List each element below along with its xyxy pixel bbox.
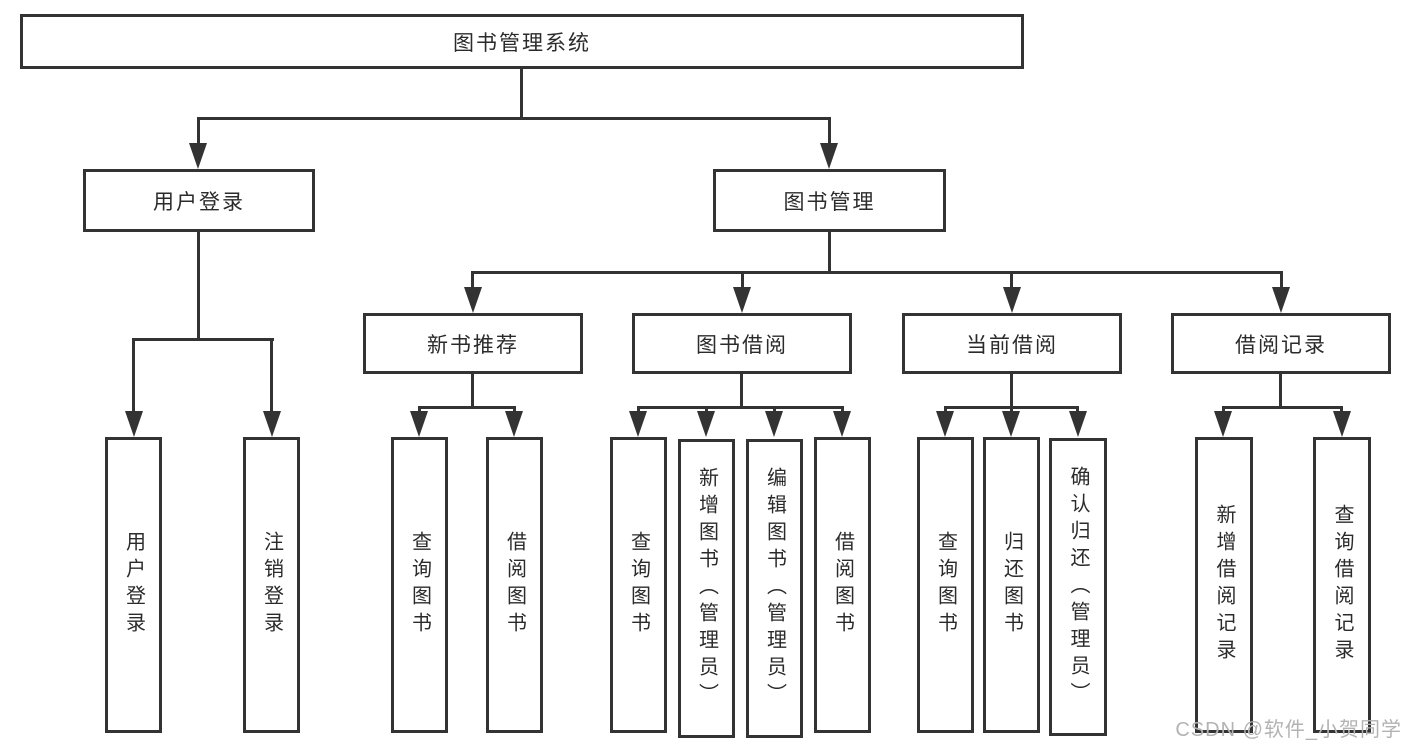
leaf-bb-query-book: 查询图书 — [610, 437, 667, 733]
node-user-login-label: 用户登录 — [153, 190, 245, 214]
node-book-borrow-label: 图书借阅 — [696, 333, 788, 357]
leaf-rec-borrow-book: 借阅图书 — [486, 437, 543, 733]
arrowhead-down-icon — [1069, 411, 1087, 437]
edge-drop-bb-add — [705, 406, 708, 414]
edge-drop-book-borrow — [741, 271, 744, 289]
arrowhead-down-icon — [505, 411, 523, 437]
arrowhead-down-icon — [697, 411, 715, 437]
arrowhead-down-icon — [410, 411, 428, 437]
edge-new-book-rec-trunk — [471, 374, 474, 409]
node-user-login: 用户登录 — [83, 169, 315, 232]
edge-book-borrow-trunk — [740, 374, 743, 409]
node-book-borrow: 图书借阅 — [632, 313, 852, 374]
edge-drop-leaf-logout — [270, 338, 273, 413]
node-root-label: 图书管理系统 — [453, 31, 591, 55]
node-borrow-records-label: 借阅记录 — [1235, 333, 1327, 357]
edge-drop-current-borrow — [1010, 271, 1013, 289]
edge-drop-user-login — [197, 117, 200, 145]
leaf-rec-borrow-book-label: 借阅图书 — [503, 531, 526, 639]
arrowhead-down-icon — [189, 143, 207, 169]
leaf-rec-query-book-label: 查询图书 — [408, 531, 431, 639]
leaf-bb-borrow-book: 借阅图书 — [814, 437, 871, 733]
leaf-bb-add-book-label: 新增图书（管理员） — [695, 467, 718, 710]
leaf-br-add-record-label: 新增借阅记录 — [1213, 504, 1235, 666]
edge-drop-leaf-user-login — [132, 338, 135, 413]
leaf-bb-borrow-book-label: 借阅图书 — [831, 531, 854, 639]
leaf-user-login-label: 用户登录 — [122, 531, 145, 639]
node-book-mgmt: 图书管理 — [713, 169, 946, 232]
edge-book-mgmt-trunk — [828, 232, 831, 274]
arrowhead-down-icon — [1272, 287, 1290, 313]
edge-drop-bb-query — [637, 406, 640, 414]
leaf-br-query-record: 查询借阅记录 — [1313, 437, 1371, 733]
edge-level3-rail — [471, 271, 1283, 274]
leaf-logout-label: 注销登录 — [260, 531, 283, 639]
leaf-bb-edit-book: 编辑图书（管理员） — [746, 439, 803, 738]
edge-drop-bb-edit — [773, 406, 776, 414]
edge-drop-bb-borrow — [841, 406, 844, 414]
edge-borrow-records-rail — [1222, 406, 1343, 409]
edge-user-login-trunk — [197, 232, 200, 338]
arrowhead-down-icon — [1333, 411, 1351, 437]
leaf-rec-query-book: 查询图书 — [391, 437, 448, 733]
leaf-br-add-record: 新增借阅记录 — [1195, 437, 1253, 733]
edge-borrow-records-trunk — [1279, 374, 1282, 409]
edge-drop-br-add — [1222, 406, 1225, 414]
leaf-cb-return-book: 归还图书 — [983, 437, 1040, 733]
arrowhead-down-icon — [1003, 287, 1021, 313]
arrowhead-down-icon — [820, 143, 838, 169]
edge-root-trunk — [520, 69, 523, 117]
node-current-borrow-label: 当前借阅 — [966, 333, 1058, 357]
leaf-cb-confirm-return-label: 确认归还（管理员） — [1067, 465, 1089, 709]
node-root-library-system: 图书管理系统 — [20, 14, 1024, 69]
arrowhead-down-icon — [1214, 411, 1232, 437]
node-new-book-rec: 新书推荐 — [363, 313, 583, 374]
edge-drop-rec-query — [418, 406, 421, 414]
edge-user-login-rail — [132, 338, 274, 341]
arrowhead-down-icon — [833, 411, 851, 437]
leaf-bb-query-book-label: 查询图书 — [627, 531, 650, 639]
edge-book-borrow-rail — [637, 406, 844, 409]
arrowhead-down-icon — [765, 411, 783, 437]
leaf-bb-add-book: 新增图书（管理员） — [678, 439, 735, 738]
edge-drop-rec-borrow — [513, 406, 516, 414]
edge-drop-br-query — [1340, 406, 1343, 414]
arrowhead-down-icon — [936, 411, 954, 437]
node-new-book-rec-label: 新书推荐 — [427, 333, 519, 357]
node-borrow-records: 借阅记录 — [1171, 313, 1391, 374]
leaf-br-query-record-label: 查询借阅记录 — [1331, 504, 1353, 666]
edge-drop-cb-query — [944, 406, 947, 414]
edge-drop-borrow-records — [1280, 271, 1283, 289]
leaf-cb-return-book-label: 归还图书 — [1000, 531, 1023, 639]
arrowhead-down-icon — [464, 287, 482, 313]
leaf-logout: 注销登录 — [243, 437, 300, 733]
node-current-borrow: 当前借阅 — [902, 313, 1122, 374]
edge-drop-new-book-rec — [471, 271, 474, 289]
edge-drop-cb-confirm — [1076, 406, 1079, 414]
leaf-user-login: 用户登录 — [105, 437, 162, 733]
edge-drop-book-mgmt — [828, 117, 831, 145]
leaf-cb-confirm-return: 确认归还（管理员） — [1049, 438, 1107, 736]
csdn-watermark: CSDN @软件_小贺同学 — [1175, 719, 1402, 741]
arrowhead-down-icon — [125, 411, 143, 437]
arrowhead-down-icon — [1002, 411, 1020, 437]
edge-new-book-rec-rail — [418, 406, 516, 409]
edge-level2-rail — [197, 117, 831, 120]
arrowhead-down-icon — [733, 287, 751, 313]
node-book-mgmt-label: 图书管理 — [783, 190, 876, 214]
leaf-bb-edit-book-label: 编辑图书（管理员） — [763, 467, 786, 710]
edge-drop-cb-return — [1010, 406, 1013, 414]
arrowhead-down-icon — [263, 411, 281, 437]
leaf-cb-query-book-label: 查询图书 — [934, 531, 957, 639]
edge-current-borrow-trunk — [1010, 374, 1013, 409]
arrowhead-down-icon — [629, 411, 647, 437]
leaf-cb-query-book: 查询图书 — [917, 437, 974, 733]
